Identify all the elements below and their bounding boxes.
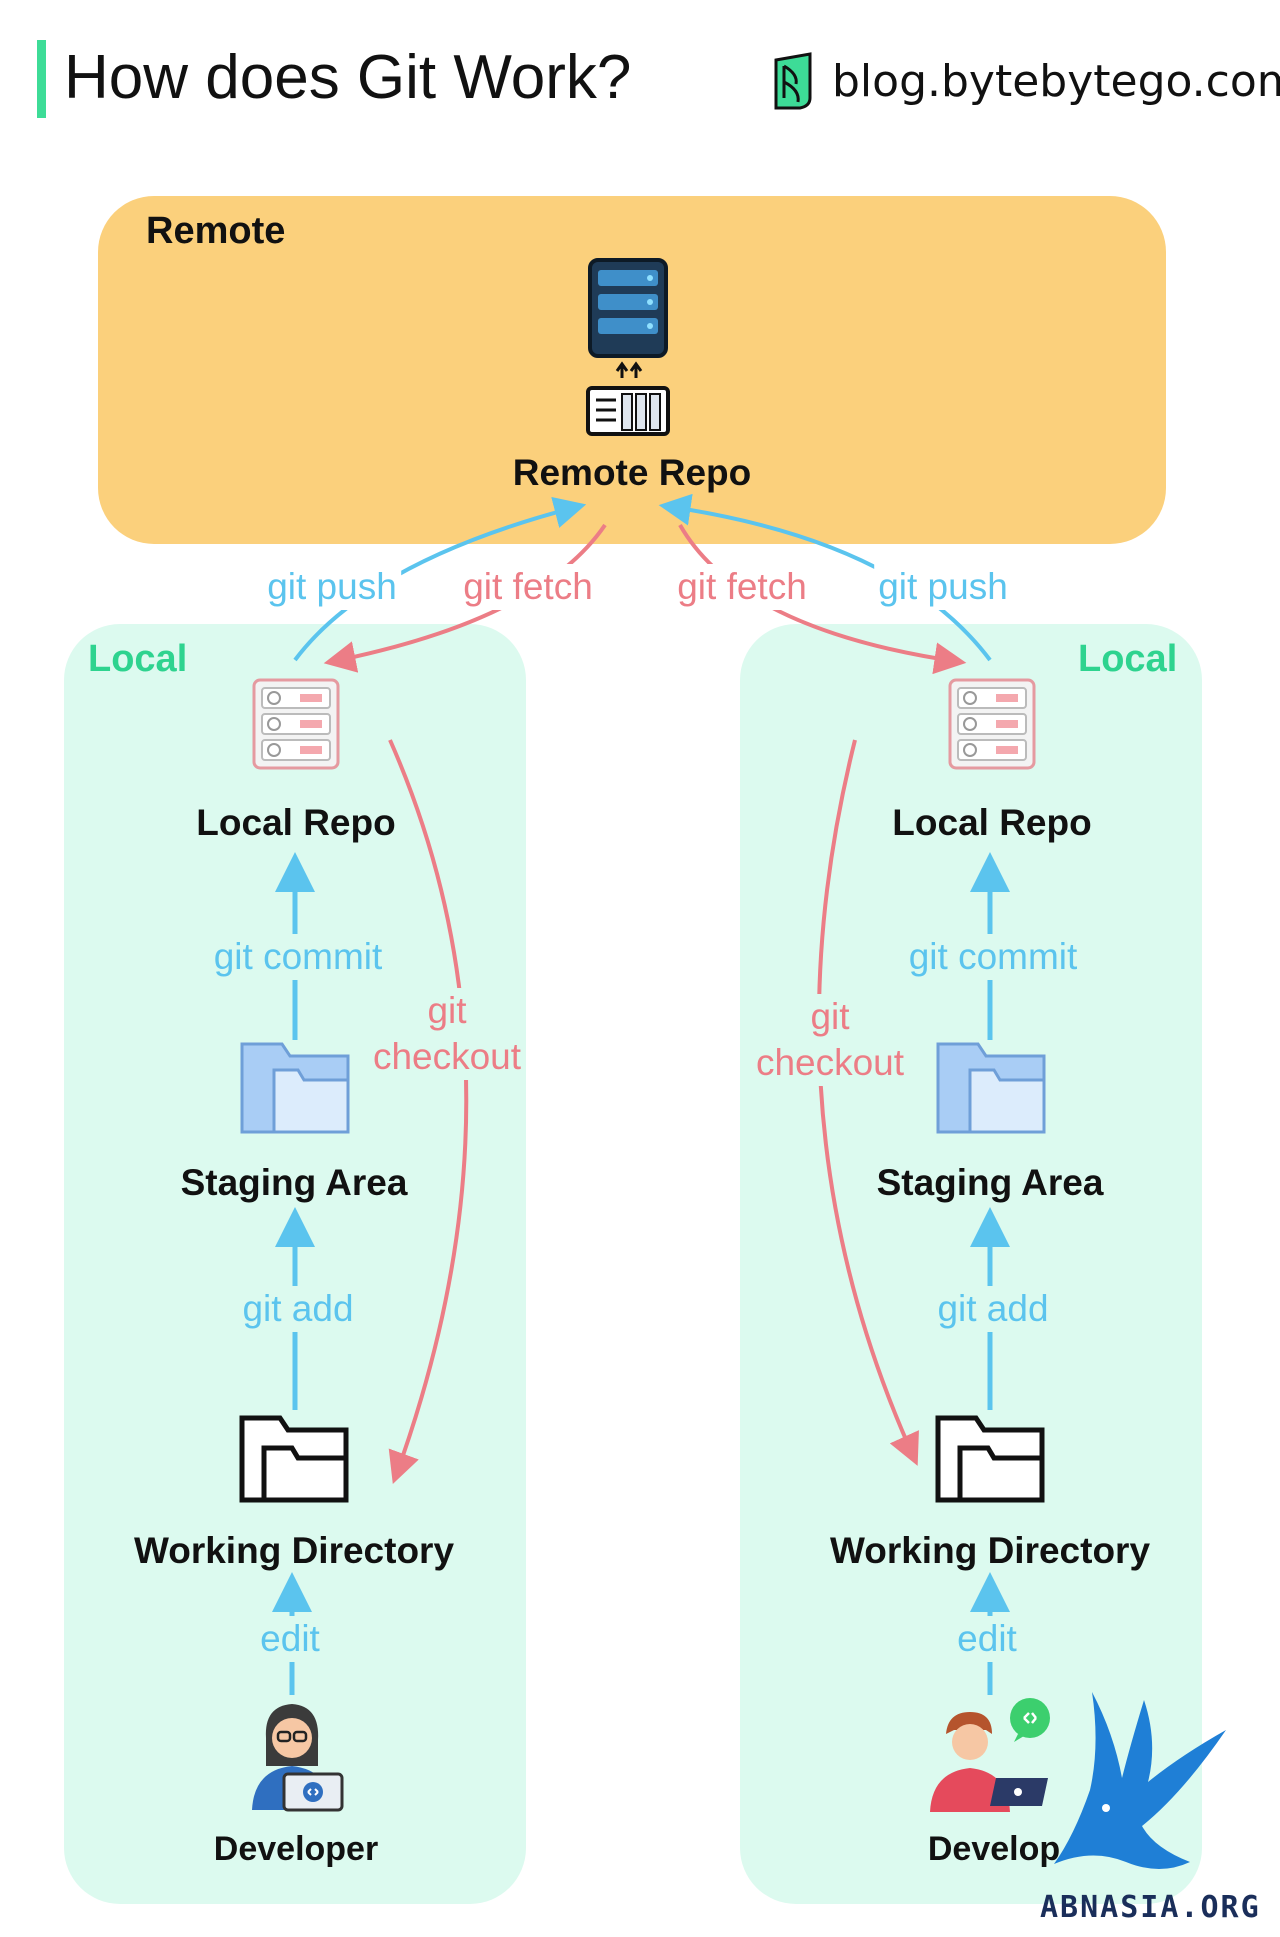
local-repo-label-right: Local Repo <box>892 802 1092 843</box>
git-commit-label-left: git commit <box>209 934 387 980</box>
folder-icon-working-left <box>239 1415 349 1503</box>
folder-icon-staging-right <box>936 1042 1046 1134</box>
git-push-label-right: git push <box>874 564 1012 610</box>
local-label-right: Local <box>1078 638 1178 680</box>
arrow-git-fetch-right <box>678 524 967 675</box>
local-region-right <box>740 624 1202 1904</box>
remote-repo-label: Remote Repo <box>512 452 752 493</box>
folder-icon-staging-left <box>240 1042 350 1134</box>
server-icon <box>586 258 670 436</box>
eagle-icon <box>1054 1692 1226 1869</box>
folder-icon-working-right <box>935 1415 1045 1503</box>
local-repo-icon-left <box>252 678 340 770</box>
arrow-git-checkout-right <box>816 739 919 1466</box>
page-title: How does Git Work? <box>64 43 632 112</box>
git-add-label-right: git add <box>933 1286 1053 1332</box>
bytebytego-logo-icon <box>774 52 812 110</box>
local-label-left: Local <box>88 638 188 680</box>
git-checkout-label-left-line1: git <box>423 988 471 1034</box>
git-add-label-left: git add <box>238 1286 358 1332</box>
developer-avatar-left-icon <box>252 1704 344 1812</box>
git-commit-label-right: git commit <box>904 934 1082 980</box>
developer-label-right: Develop <box>927 1830 1061 1868</box>
git-checkout-label-right-line1: git <box>806 994 854 1040</box>
brand-link[interactable]: blog.bytebytego.com <box>832 56 1280 107</box>
arrow-git-push-left <box>293 496 587 662</box>
git-fetch-label-right: git fetch <box>673 564 811 610</box>
remote-label: Remote <box>146 210 286 252</box>
edit-label-left: edit <box>256 1616 324 1662</box>
git-checkout-label-right-line2: checkout <box>751 1040 909 1086</box>
watermark-text: ABNASIA.ORG <box>1040 1890 1261 1925</box>
developer-label-left: Developer <box>213 1830 379 1868</box>
git-push-label-left: git push <box>263 564 401 610</box>
git-checkout-label-left-line2: checkout <box>368 1034 526 1080</box>
arrow-git-push-right <box>658 493 992 662</box>
edit-label-right: edit <box>953 1616 1021 1662</box>
staging-area-label-right: Staging Area <box>876 1162 1104 1203</box>
title-accent-bar <box>37 40 46 118</box>
working-directory-label-right: Working Directory <box>829 1530 1151 1571</box>
local-repo-label-left: Local Repo <box>196 802 396 843</box>
git-fetch-label-left: git fetch <box>459 564 597 610</box>
working-directory-label-left: Working Directory <box>133 1530 455 1571</box>
developer-avatar-right-icon <box>930 1698 1050 1812</box>
local-repo-icon-right <box>948 678 1036 770</box>
staging-area-label-left: Staging Area <box>180 1162 408 1203</box>
arrow-git-checkout-left <box>388 739 469 1485</box>
